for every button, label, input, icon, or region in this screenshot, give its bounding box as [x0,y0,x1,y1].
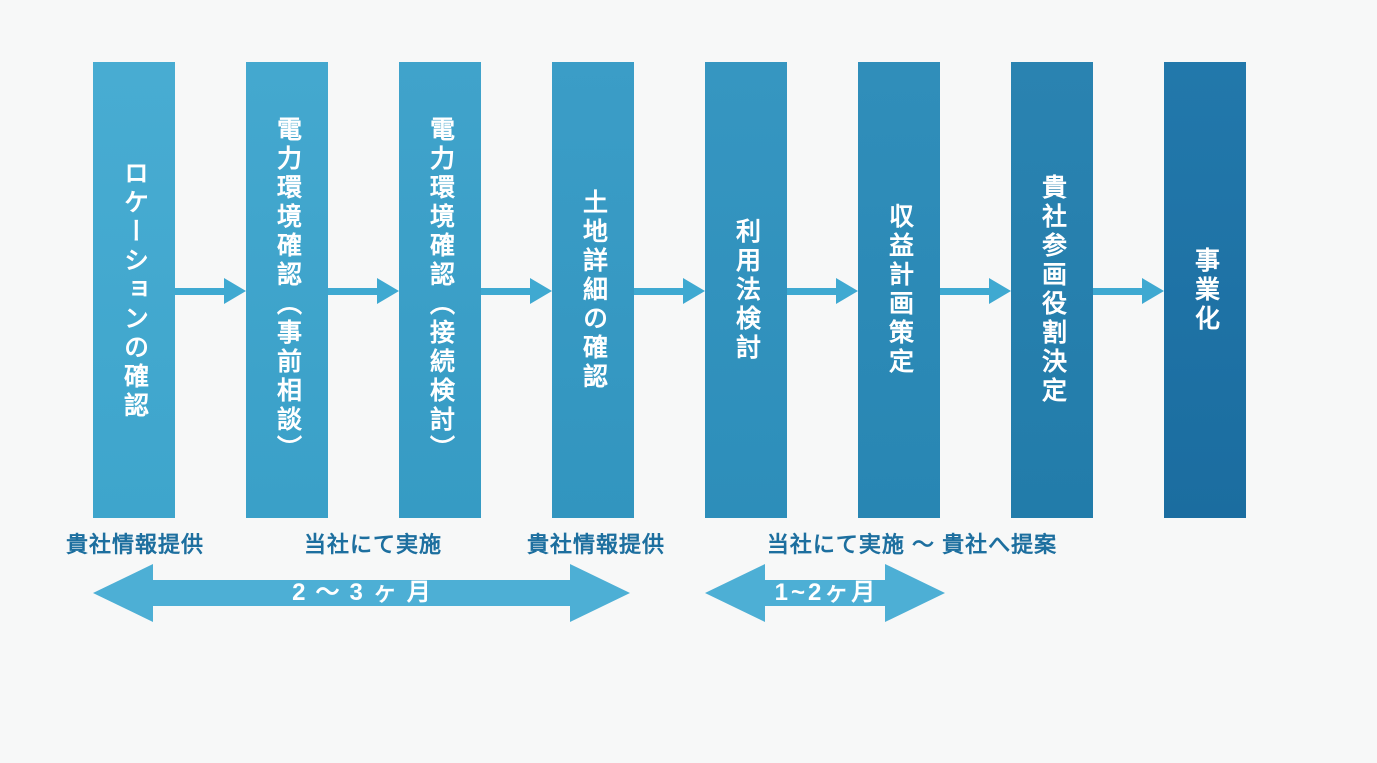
process-bar-4: 土地詳細の確認 [552,62,634,518]
responsibility-label-4: 当社にて実施 ～ 貴社へ提案 [766,532,1058,557]
process-bar-3: 電力環境確認（接続検討） [399,62,481,518]
responsibility-label-3: 貴社情報提供 [526,532,666,557]
process-step-label: 電力環境確認（事前相談） [273,116,302,464]
flow-arrow-3 [481,278,552,304]
arrowhead-right-icon [530,278,552,304]
process-bar-1: ロケーションの確認 [93,62,175,518]
timeline-shaft: 2～3ヶ月 [153,580,570,606]
timeline-arrow-2: 1~2ヶ月 [705,564,945,622]
process-step-label: 事業化 [1191,246,1220,334]
process-step-label: 収益計画策定 [885,203,914,377]
arrowhead-right-icon [885,564,945,622]
process-bar-6: 収益計画策定 [858,62,940,518]
flow-arrow-7 [1093,278,1164,304]
arrow-shaft [940,287,989,295]
process-step-label: 電力環境確認（接続検討） [426,116,455,464]
timeline-duration-label: 1~2ヶ月 [774,579,879,606]
arrowhead-right-icon [1142,278,1164,304]
flow-arrow-2 [328,278,399,304]
process-bar-7: 貴社参画役割決定 [1011,62,1093,518]
flow-arrow-5 [787,278,858,304]
process-bar-2: 電力環境確認（事前相談） [246,62,328,518]
arrowhead-right-icon [377,278,399,304]
arrowhead-right-icon [683,278,705,304]
timeline-shaft: 1~2ヶ月 [765,580,885,606]
process-step-label: ロケーションの確認 [120,159,149,421]
arrowhead-right-icon [570,564,630,622]
process-step-label: 貴社参画役割決定 [1038,174,1067,406]
arrow-shaft [634,287,683,295]
arrow-shaft [328,287,377,295]
arrow-shaft [1093,287,1142,295]
process-bar-8: 事業化 [1164,62,1246,518]
flow-arrow-6 [940,278,1011,304]
flow-arrow-1 [175,278,246,304]
arrowhead-left-icon [93,564,153,622]
responsibility-label-2: 当社にて実施 [303,532,443,557]
arrowhead-right-icon [836,278,858,304]
timeline-arrow-1: 2～3ヶ月 [93,564,630,622]
arrowhead-left-icon [705,564,765,622]
flow-arrow-4 [634,278,705,304]
arrow-shaft [175,287,224,295]
arrowhead-right-icon [224,278,246,304]
arrowhead-right-icon [989,278,1011,304]
timeline-duration-label: 2～3ヶ月 [292,579,441,606]
arrow-shaft [481,287,530,295]
process-step-label: 土地詳細の確認 [579,188,608,392]
process-step-label: 利用法検討 [732,217,761,363]
responsibility-label-1: 貴社情報提供 [65,532,205,557]
process-bar-5: 利用法検討 [705,62,787,518]
arrow-shaft [787,287,836,295]
